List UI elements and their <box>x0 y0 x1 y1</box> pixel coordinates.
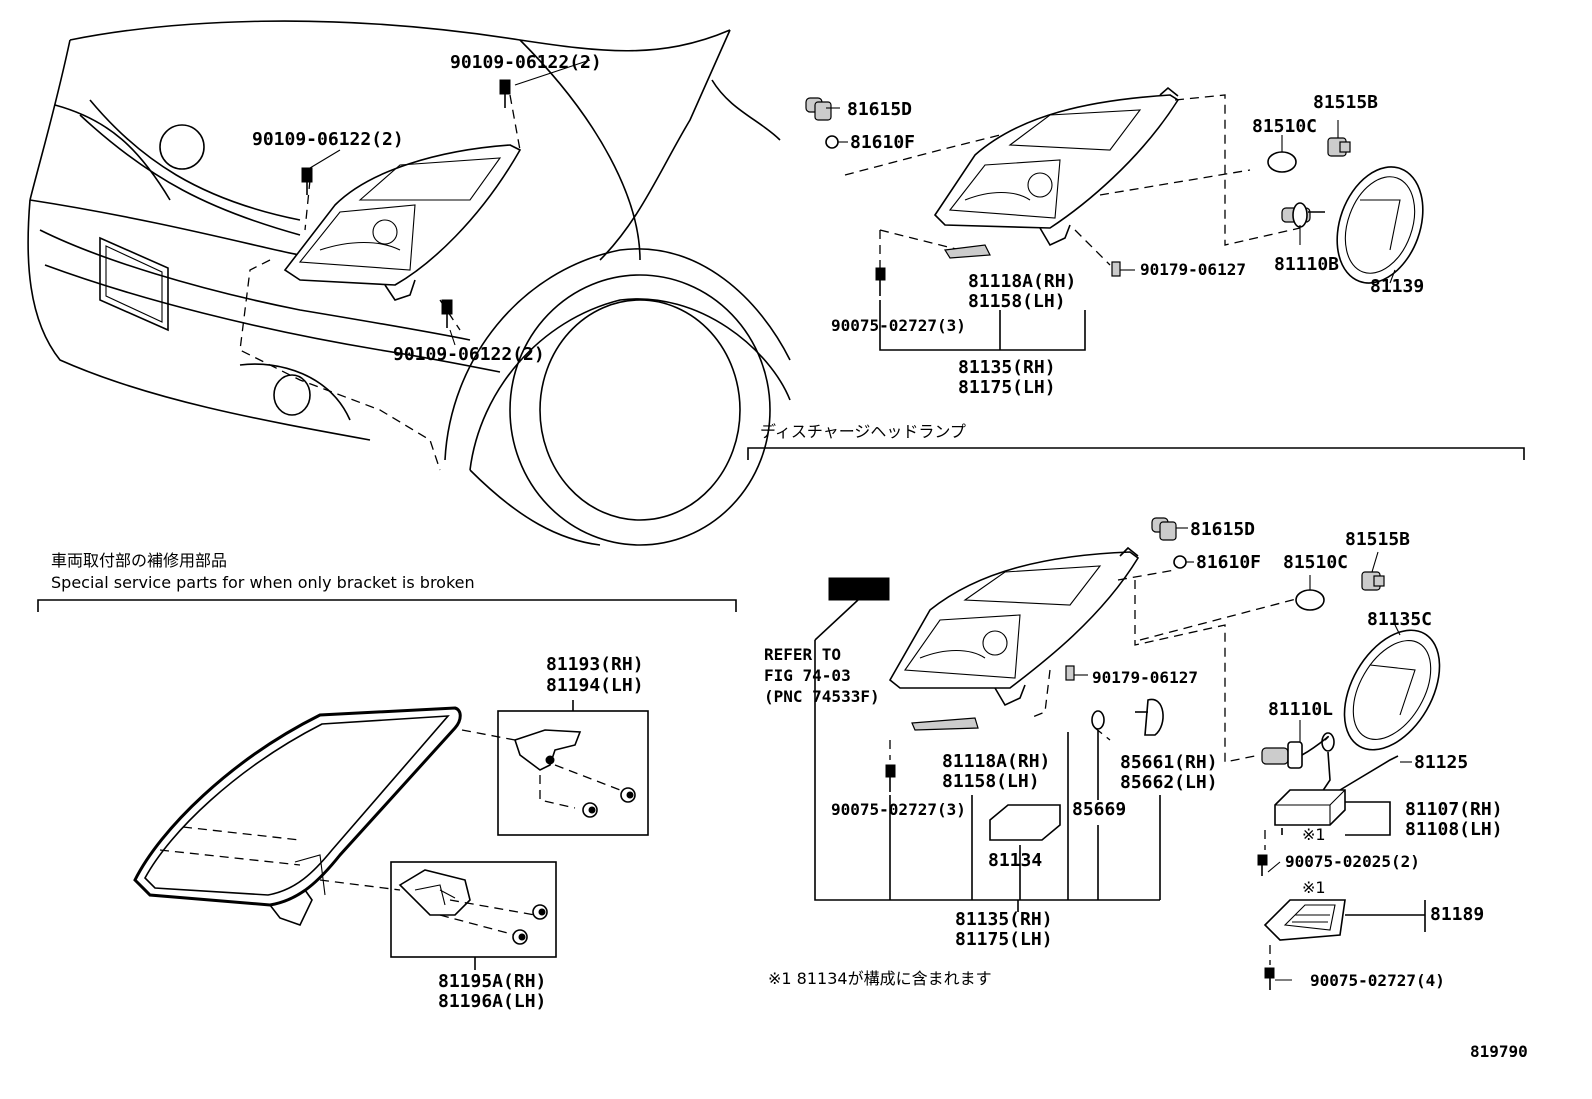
cover-81135c-icon <box>1343 629 1441 751</box>
lens-81510c-icon <box>1267 151 1297 173</box>
clip-90179-icon <box>1111 261 1121 277</box>
lens-81510c-discharge-icon <box>1295 589 1325 611</box>
label-mark2: ※1 <box>1302 878 1326 897</box>
bracket-81193-icon <box>513 729 582 771</box>
ballast-81107-icon <box>1274 789 1346 826</box>
figure-code: 819790 <box>1470 1042 1528 1061</box>
label-screw-02025: 90075-02025(2) <box>1285 852 1420 871</box>
vehicle-front-illustration <box>27 20 791 546</box>
label-discharge-81615d: 81615D <box>1190 519 1255 540</box>
label-81615d: 81615D <box>847 99 912 120</box>
label-85669: 85669 <box>1072 799 1126 820</box>
discharge-bracket-line <box>747 447 1525 460</box>
label-assy-lh: 81175(LH) <box>958 377 1056 398</box>
refer-badge-icon <box>828 577 890 601</box>
label-discharge-81135c: 81135C <box>1367 609 1432 630</box>
screw-90075-02025-icon <box>1257 854 1268 876</box>
cover-81139-icon <box>1336 166 1424 284</box>
label-clip-90179: 90179-06127 <box>1140 260 1246 279</box>
bulb-81110b-icon <box>1281 202 1325 228</box>
lower-bracket-box <box>390 861 557 958</box>
label-mark1: ※1 <box>1302 825 1326 844</box>
label-discharge-81515b: 81515B <box>1345 529 1410 550</box>
label-ballast-lh: 81108(LH) <box>1405 819 1503 840</box>
bolt-upper-1-icon <box>620 787 636 803</box>
label-discharge-81510c: 81510C <box>1283 552 1348 573</box>
label-bracket-upper-lh: 81194(LH) <box>546 675 644 696</box>
socket-81515b-discharge-icon <box>1361 571 1385 591</box>
service-bracket-line <box>37 599 737 612</box>
label-assy-rh: 81135(RH) <box>958 357 1056 378</box>
bolt-lower-2-icon <box>512 929 528 945</box>
upper-bracket-box <box>497 710 649 836</box>
label-refer-line2: FIG 74-03 <box>764 666 851 685</box>
bracket-81118a-icon <box>943 244 991 259</box>
label-bracket-lh: 81158(LH) <box>968 291 1066 312</box>
wire-81125-icon <box>1339 755 1399 791</box>
label-81510c: 81510C <box>1252 116 1317 137</box>
headlamp-lens-service-illustration <box>133 700 649 970</box>
label-screw-bottom: 90075-02727(4) <box>1310 971 1445 990</box>
service-title-en: Special service parts for when only brac… <box>51 573 475 592</box>
service-title-jp: 車両取付部の補修用部品 <box>51 551 227 570</box>
label-discharge-bracket-lh: 81158(LH) <box>942 771 1040 792</box>
label-refer-line1: REFER TO <box>764 645 841 664</box>
label-bracket-lower-rh: 81195A(RH) <box>438 971 546 992</box>
bulb-81615d-icon <box>805 97 832 121</box>
bulb-81615d-discharge-icon <box>1151 517 1177 541</box>
label-bracket-rh: 81118A(RH) <box>968 271 1076 292</box>
discharge-footnote: ※1 81134が構成に含まれます <box>768 969 992 988</box>
label-bracket-lower-lh: 81196A(LH) <box>438 991 546 1012</box>
clip-90179-discharge-icon <box>1065 665 1075 681</box>
label-refer-line3: (PNC 74533F) <box>764 687 880 706</box>
label-bracket-upper-rh: 81193(RH) <box>546 654 644 675</box>
screw-90075-icon <box>875 267 886 296</box>
bulb-81110l-icon <box>1261 732 1335 769</box>
label-screw: 90075-02727(3) <box>831 316 966 335</box>
screw-90075-02727-bottom-icon <box>1264 945 1275 990</box>
label-81134: 81134 <box>988 850 1042 871</box>
label-discharge-bracket-rh: 81118A(RH) <box>942 751 1050 772</box>
gasket-81134-icon <box>989 804 1061 841</box>
label-discharge-assy-rh: 81135(RH) <box>955 909 1053 930</box>
cover-81189-icon <box>1263 899 1346 941</box>
label-actuator-rh: 85661(RH) <box>1120 752 1218 773</box>
bolt-upper-2-icon <box>582 802 598 818</box>
bracket-81118a-discharge-icon <box>911 717 979 731</box>
label-bolt-bottom: 90109-06122(2) <box>393 344 545 365</box>
label-discharge-assy-lh: 81175(LH) <box>955 929 1053 950</box>
label-81515b: 81515B <box>1313 92 1378 113</box>
screw-90075-02727-discharge-icon <box>885 764 896 792</box>
label-discharge-screw: 90075-02727(3) <box>831 800 966 819</box>
label-actuator-lh: 85662(LH) <box>1120 772 1218 793</box>
discharge-heading: ディスチャージヘッドランプ <box>760 422 966 441</box>
bracket-81195a-icon <box>398 869 471 916</box>
bolt-lower-1-icon <box>532 904 548 920</box>
socket-81515b-icon <box>1327 137 1351 157</box>
label-bolt-top: 90109-06122(2) <box>450 52 602 73</box>
bolt-bottom-icon <box>441 299 453 328</box>
label-81125: 81125 <box>1414 752 1468 773</box>
label-81110b: 81110B <box>1274 254 1339 275</box>
headlamp-standard-illustration <box>805 86 1424 351</box>
label-81110l: 81110L <box>1268 699 1333 720</box>
label-81610f: 81610F <box>850 132 915 153</box>
label-81139: 81139 <box>1370 276 1424 297</box>
bolt-top-icon <box>499 79 511 108</box>
label-81189: 81189 <box>1430 904 1484 925</box>
bolt-left-icon <box>301 167 313 195</box>
socket-81610f-discharge-icon <box>1173 555 1187 569</box>
label-discharge-clip: 90179-06127 <box>1092 668 1198 687</box>
ring-85669-icon <box>1091 710 1105 730</box>
actuator-85661-icon <box>1135 698 1164 736</box>
label-ballast-rh: 81107(RH) <box>1405 799 1503 820</box>
label-bolt-left: 90109-06122(2) <box>252 129 404 150</box>
socket-81610f-icon <box>825 135 839 149</box>
label-discharge-81610f: 81610F <box>1196 552 1261 573</box>
headlamp-discharge-illustration <box>814 517 1441 990</box>
